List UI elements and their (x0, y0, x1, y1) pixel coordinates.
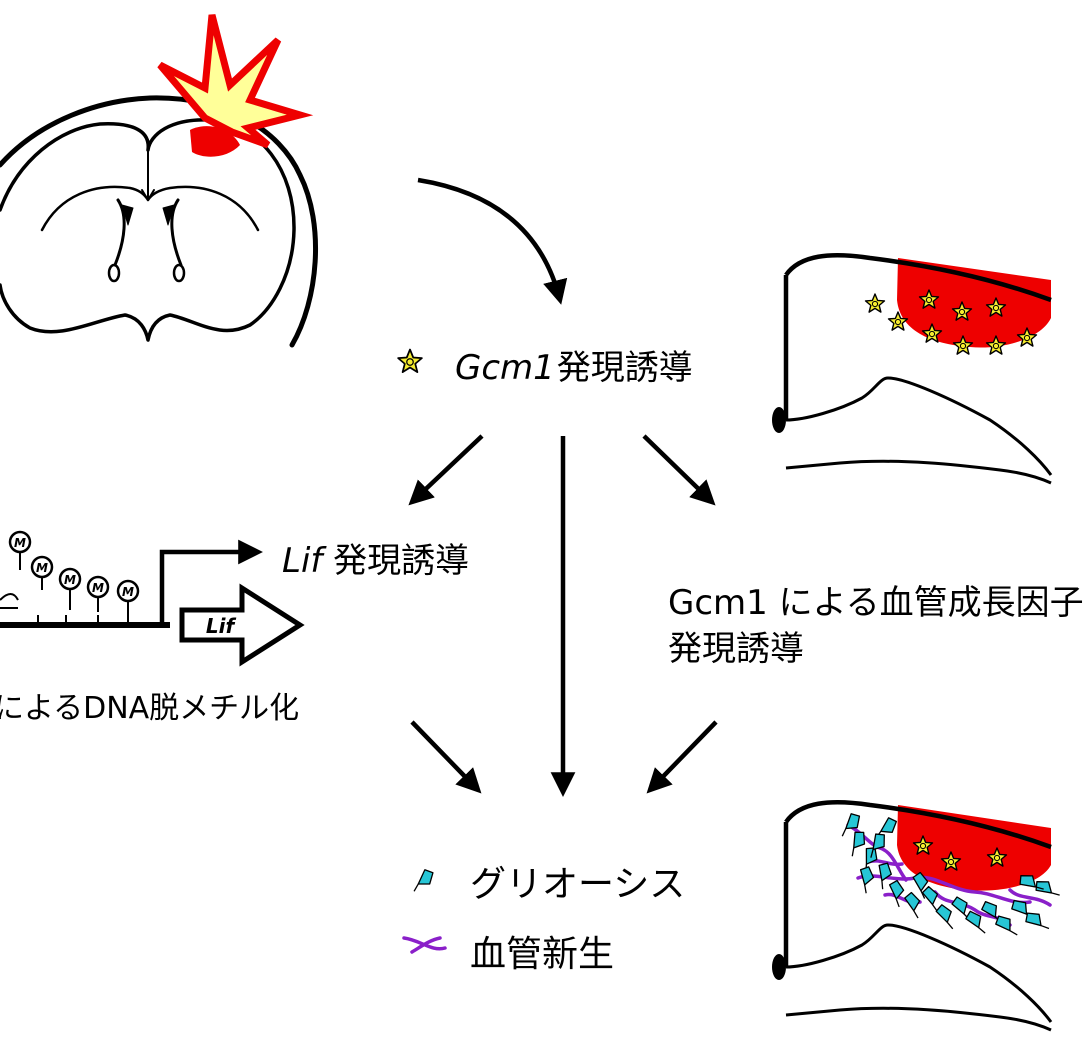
lif-gene-name: Lif (282, 541, 323, 581)
astrocyte-icon (408, 867, 437, 892)
injury-burst-icon (157, 14, 314, 149)
gcm1-induction-text: 発現誘導 (556, 348, 693, 388)
growth-factor-label: Gcm1 による血管成長因子 発現誘導 (668, 580, 1084, 672)
brain-section-icon (0, 95, 319, 348)
lesion-spot (190, 126, 240, 157)
cortex-panel-late (772, 799, 1053, 1032)
flow-arrows (408, 177, 718, 797)
methyl-label: M (122, 585, 134, 599)
arrow-gcm1-to-lif (408, 434, 484, 506)
transcription-start-arrow (159, 539, 263, 625)
methyl-label: M (92, 581, 104, 595)
arrow-injury-to-gcm1 (417, 177, 568, 305)
arrow-growth-to-outcome (646, 720, 718, 794)
arrow-lif-to-outcome (410, 720, 482, 794)
cortex-panel-early (772, 252, 1053, 485)
methyl-marks: M M M M M (8, 530, 140, 603)
methyl-label: M (14, 536, 26, 550)
arrow-gcm1-to-growth (642, 434, 716, 506)
promoter-schematic (0, 539, 305, 667)
lif-induction-text: 発現誘導 (322, 541, 470, 581)
diagram-canvas: M M M M M Lif (0, 14, 1061, 1032)
lif-induction-label: Lif 発現誘導 (282, 533, 469, 582)
methyl-label: M (36, 561, 48, 575)
growth-factor-line2: 発現誘導 (668, 629, 804, 669)
gcm1-cell-icon (397, 348, 423, 373)
legend-gliosis-label: グリオーシス (470, 864, 686, 905)
legend-angiogenesis-label: 血管新生 (470, 934, 615, 975)
lif-box-label: Lif (206, 614, 237, 638)
growth-factor-line1: Gcm1 による血管成長因子 (668, 583, 1084, 623)
gcm1-induction-label: Gcm1発現誘導 (455, 340, 693, 389)
demethylation-label: によるDNA脱メチル化 (0, 691, 300, 726)
gcm1-gene-name: Gcm1 (455, 348, 555, 388)
methyl-label: M (64, 573, 76, 587)
vessel-icon (402, 936, 447, 954)
lif-gene-box (179, 583, 305, 667)
